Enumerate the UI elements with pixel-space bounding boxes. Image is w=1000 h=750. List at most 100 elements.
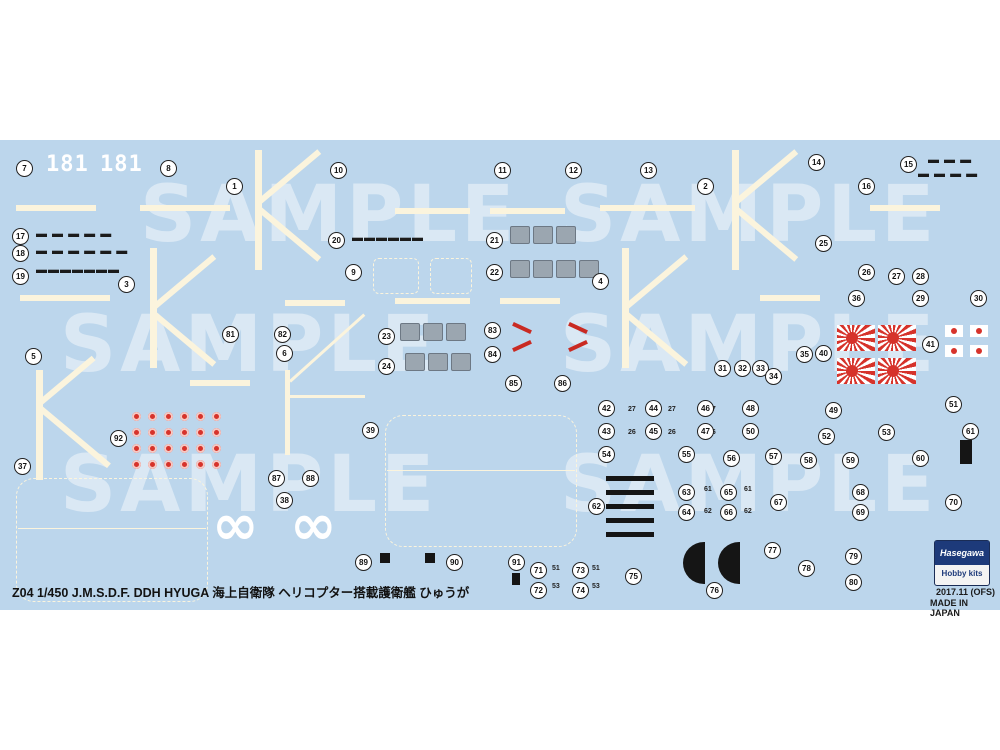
decal-number-56: 56 (723, 450, 740, 467)
black-dash-decal: ▬▬▬▬▬▬▬ (36, 264, 120, 276)
decal-number-64: 64 (678, 504, 695, 521)
black-dash-decal: ▬▬▬▬▬▬ (352, 232, 424, 244)
watermark: SAMPLE (60, 300, 439, 390)
decal-number-29: 29 (912, 290, 929, 307)
black-dash-decal: ▬ ▬ ▬ ▬ ▬ ▬ (36, 245, 129, 257)
brand-logo: Hasegawa Hobby kits (934, 540, 990, 586)
deck-line-decal (285, 370, 290, 455)
hull-outline-decal (387, 470, 575, 471)
decal-number-55: 55 (678, 446, 695, 463)
hull-number-decal: 181 (46, 152, 89, 177)
black-stripe-decal (606, 504, 654, 509)
deck-mark-text: 61 (744, 486, 752, 493)
black-block-decal (960, 440, 972, 464)
deck-line-decal (870, 205, 940, 211)
hull-number-decal: 181 (100, 152, 143, 177)
decal-number-76: 76 (706, 582, 723, 599)
decal-number-52: 52 (818, 428, 835, 445)
decal-number-50: 50 (742, 423, 759, 440)
decal-number-47: 47 (697, 423, 714, 440)
national-flag-decal (970, 325, 988, 337)
hull-outline-decal (430, 258, 472, 294)
decal-number-45: 45 (645, 423, 662, 440)
red-chevron-decal (512, 321, 532, 335)
decal-number-39: 39 (362, 422, 379, 439)
decal-number-31: 31 (714, 360, 731, 377)
decal-number-6: 6 (276, 345, 293, 362)
decal-number-62: 62 (588, 498, 605, 515)
decal-number-83: 83 (484, 322, 501, 339)
red-chevron-decal (512, 339, 532, 353)
decal-number-30: 30 (970, 290, 987, 307)
deck-mark-text: 26 (668, 429, 676, 436)
deck-line-decal (760, 295, 820, 301)
decal-number-14: 14 (808, 154, 825, 171)
decal-number-85: 85 (505, 375, 522, 392)
decal-number-48: 48 (742, 400, 759, 417)
decal-number-9: 9 (345, 264, 362, 281)
decal-number-72: 72 (530, 582, 547, 599)
decal-sheet: SAMPLE SAMPLE SAMPLE SAMPLE SAMPLE SAMPL… (0, 140, 1000, 610)
decal-number-15: 15 (900, 156, 917, 173)
decal-number-37: 37 (14, 458, 31, 475)
decal-number-82: 82 (274, 326, 291, 343)
decal-number-1: 1 (226, 178, 243, 195)
decal-number-34: 34 (765, 368, 782, 385)
sheet-title: Z04 1/450 J.M.S.D.F. DDH HYUGA 海上自衛隊 ヘリコ… (12, 586, 470, 600)
decal-number-66: 66 (720, 504, 737, 521)
decal-number-41: 41 (922, 336, 939, 353)
decal-number-53: 53 (878, 424, 895, 441)
watermark: SAMPLE (140, 170, 519, 260)
decal-number-19: 19 (12, 268, 29, 285)
decal-number-92: 92 (110, 430, 127, 447)
deck-mark-text: 61 (704, 486, 712, 493)
black-stripe-decal (606, 532, 654, 537)
rising-sun-flag-decal (878, 325, 916, 351)
deck-line-decal (285, 300, 345, 306)
decal-number-89: 89 (355, 554, 372, 571)
black-arc-decal (718, 542, 740, 584)
decal-number-28: 28 (912, 268, 929, 285)
decal-number-20: 20 (328, 232, 345, 249)
decal-number-26: 26 (858, 264, 875, 281)
decal-number-87: 87 (268, 470, 285, 487)
decal-number-24: 24 (378, 358, 395, 375)
hull-outline-decal (373, 258, 419, 294)
elevator-panel-decal (510, 226, 576, 244)
hull-outline-decal (16, 478, 208, 602)
decal-number-88: 88 (302, 470, 319, 487)
decal-number-71: 71 (530, 562, 547, 579)
black-arc-decal (683, 542, 705, 584)
black-block-decal (425, 553, 435, 563)
black-stripe-decal (606, 476, 654, 481)
decal-number-73: 73 (572, 562, 589, 579)
deck-line-decal (36, 370, 43, 480)
decal-number-79: 79 (845, 548, 862, 565)
decal-number-80: 80 (845, 574, 862, 591)
decal-number-2: 2 (697, 178, 714, 195)
decal-number-84: 84 (484, 346, 501, 363)
decal-number-91: 91 (508, 554, 525, 571)
elevator-panel-decal (400, 323, 466, 341)
deck-mark-text: 26 (628, 429, 636, 436)
decal-number-27: 27 (888, 268, 905, 285)
decal-number-58: 58 (800, 452, 817, 469)
deck-line-decal (395, 298, 470, 304)
deck-mark-text: 53 (552, 583, 560, 590)
rising-sun-flag-decal (878, 358, 916, 384)
black-dash-decal: ▬ ▬ ▬ ▬ ▬ (36, 228, 113, 240)
national-flag-decal (970, 345, 988, 357)
decal-number-69: 69 (852, 504, 869, 521)
made-in-label: MADE IN JAPAN (930, 598, 968, 618)
decal-number-63: 63 (678, 484, 695, 501)
decal-number-59: 59 (842, 452, 859, 469)
decal-number-74: 74 (572, 582, 589, 599)
rising-sun-flag-decal (837, 358, 875, 384)
deck-line-decal (290, 395, 365, 398)
decal-number-35: 35 (796, 346, 813, 363)
deck-number-decal: ∞ (290, 493, 337, 558)
watermark: SAMPLE (560, 440, 939, 530)
black-block-decal (380, 553, 390, 563)
decal-number-3: 3 (118, 276, 135, 293)
decal-number-8: 8 (160, 160, 177, 177)
